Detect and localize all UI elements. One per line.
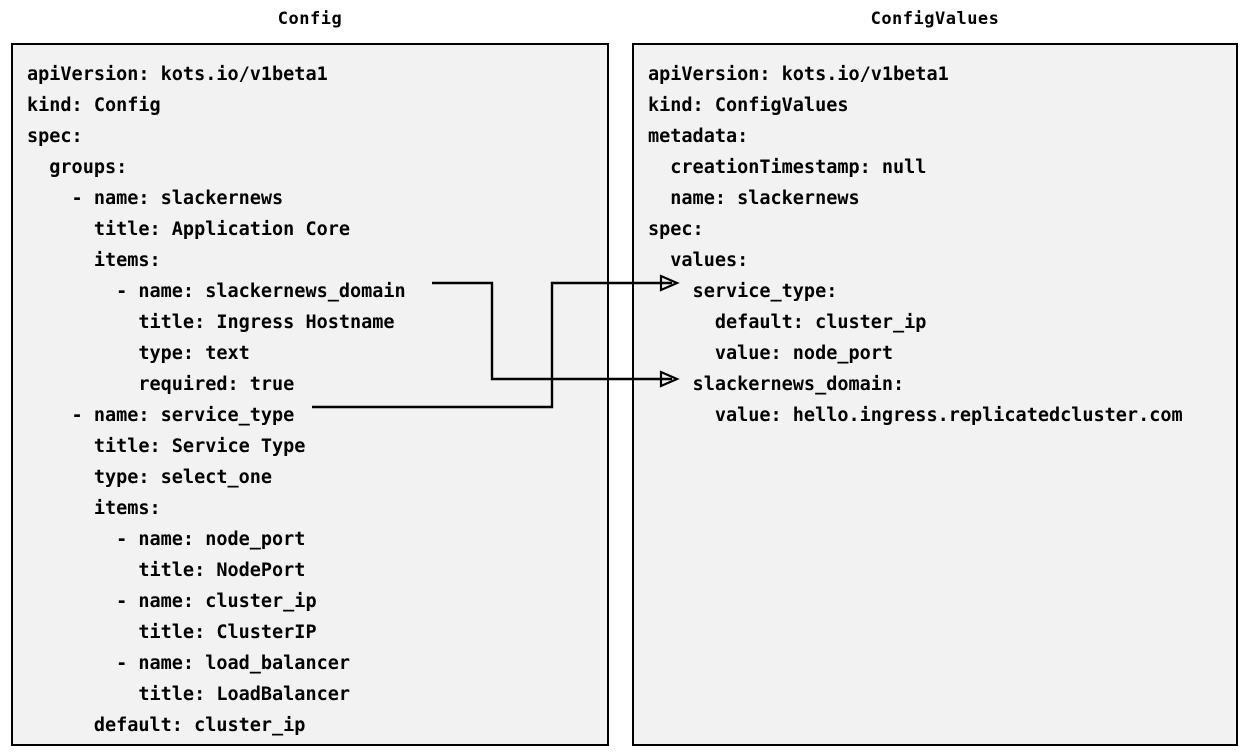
configvalues-yaml-line: creationTimestamp: null (648, 157, 927, 178)
config-yaml-line: title: LoadBalancer (27, 684, 351, 705)
config-yaml-line: title: NodePort (27, 560, 306, 581)
config-yaml-line: title: Service Type (27, 436, 306, 457)
configvalues-yaml-line: metadata: (648, 126, 749, 147)
config-yaml-line: title: Ingress Hostname (27, 312, 395, 333)
configvalues-yaml-line: kind: ConfigValues (648, 95, 849, 116)
configvalues-yaml-line: name: slackernews (648, 188, 860, 209)
configvalues-yaml-line: values: (648, 250, 749, 271)
configvalues-yaml-line: spec: (648, 219, 704, 240)
config-yaml-line: spec: (27, 126, 83, 147)
configvalues-yaml-block: apiVersion: kots.io/v1beta1 kind: ConfigV… (634, 45, 1236, 744)
config-yaml-line: type: text (27, 343, 250, 364)
config-yaml-line: - name: node_port (27, 529, 306, 550)
config-yaml-line: - name: service_type (27, 405, 295, 426)
config-yaml-line: apiVersion: kots.io/v1beta1 (27, 64, 328, 85)
configvalues-yaml-line: value: hello.ingress.replicatedcluster.c… (648, 405, 1183, 426)
config-yaml-line: groups: (27, 157, 128, 178)
configvalues-panel-title: ConfigValues (870, 9, 1000, 29)
configvalues-yaml-line: default: cluster_ip (648, 312, 927, 333)
config-yaml-line: - name: slackernews (27, 188, 284, 209)
configvalues-panel: apiVersion: kots.io/v1beta1 kind: ConfigV… (632, 43, 1238, 746)
configvalues-yaml-line: slackernews_domain: (648, 374, 905, 395)
configvalues-yaml-line: service_type: (648, 281, 838, 302)
config-panel-title: Config (277, 9, 343, 29)
config-yaml-line: type: select_one (27, 467, 273, 488)
configvalues-yaml-line: value: node_port (648, 343, 894, 364)
config-panel: apiVersion: kots.io/v1beta1 kind: Config s… (11, 43, 609, 746)
config-yaml-line: required: true (27, 374, 295, 395)
config-yaml-line: - name: slackernews_domain (27, 281, 406, 302)
config-yaml-line: items: (27, 498, 161, 519)
config-yaml-line: kind: Config (27, 95, 161, 116)
config-yaml-block: apiVersion: kots.io/v1beta1 kind: Config s… (13, 45, 607, 744)
config-yaml-line: title: Application Core (27, 219, 351, 240)
configvalues-yaml-line: apiVersion: kots.io/v1beta1 (648, 64, 949, 85)
config-yaml-line: - name: load_balancer (27, 653, 351, 674)
config-yaml-line: title: ClusterIP (27, 622, 317, 643)
config-yaml-line: - name: cluster_ip (27, 591, 317, 612)
config-yaml-line: items: (27, 250, 161, 271)
config-yaml-line: default: cluster_ip (27, 715, 306, 736)
